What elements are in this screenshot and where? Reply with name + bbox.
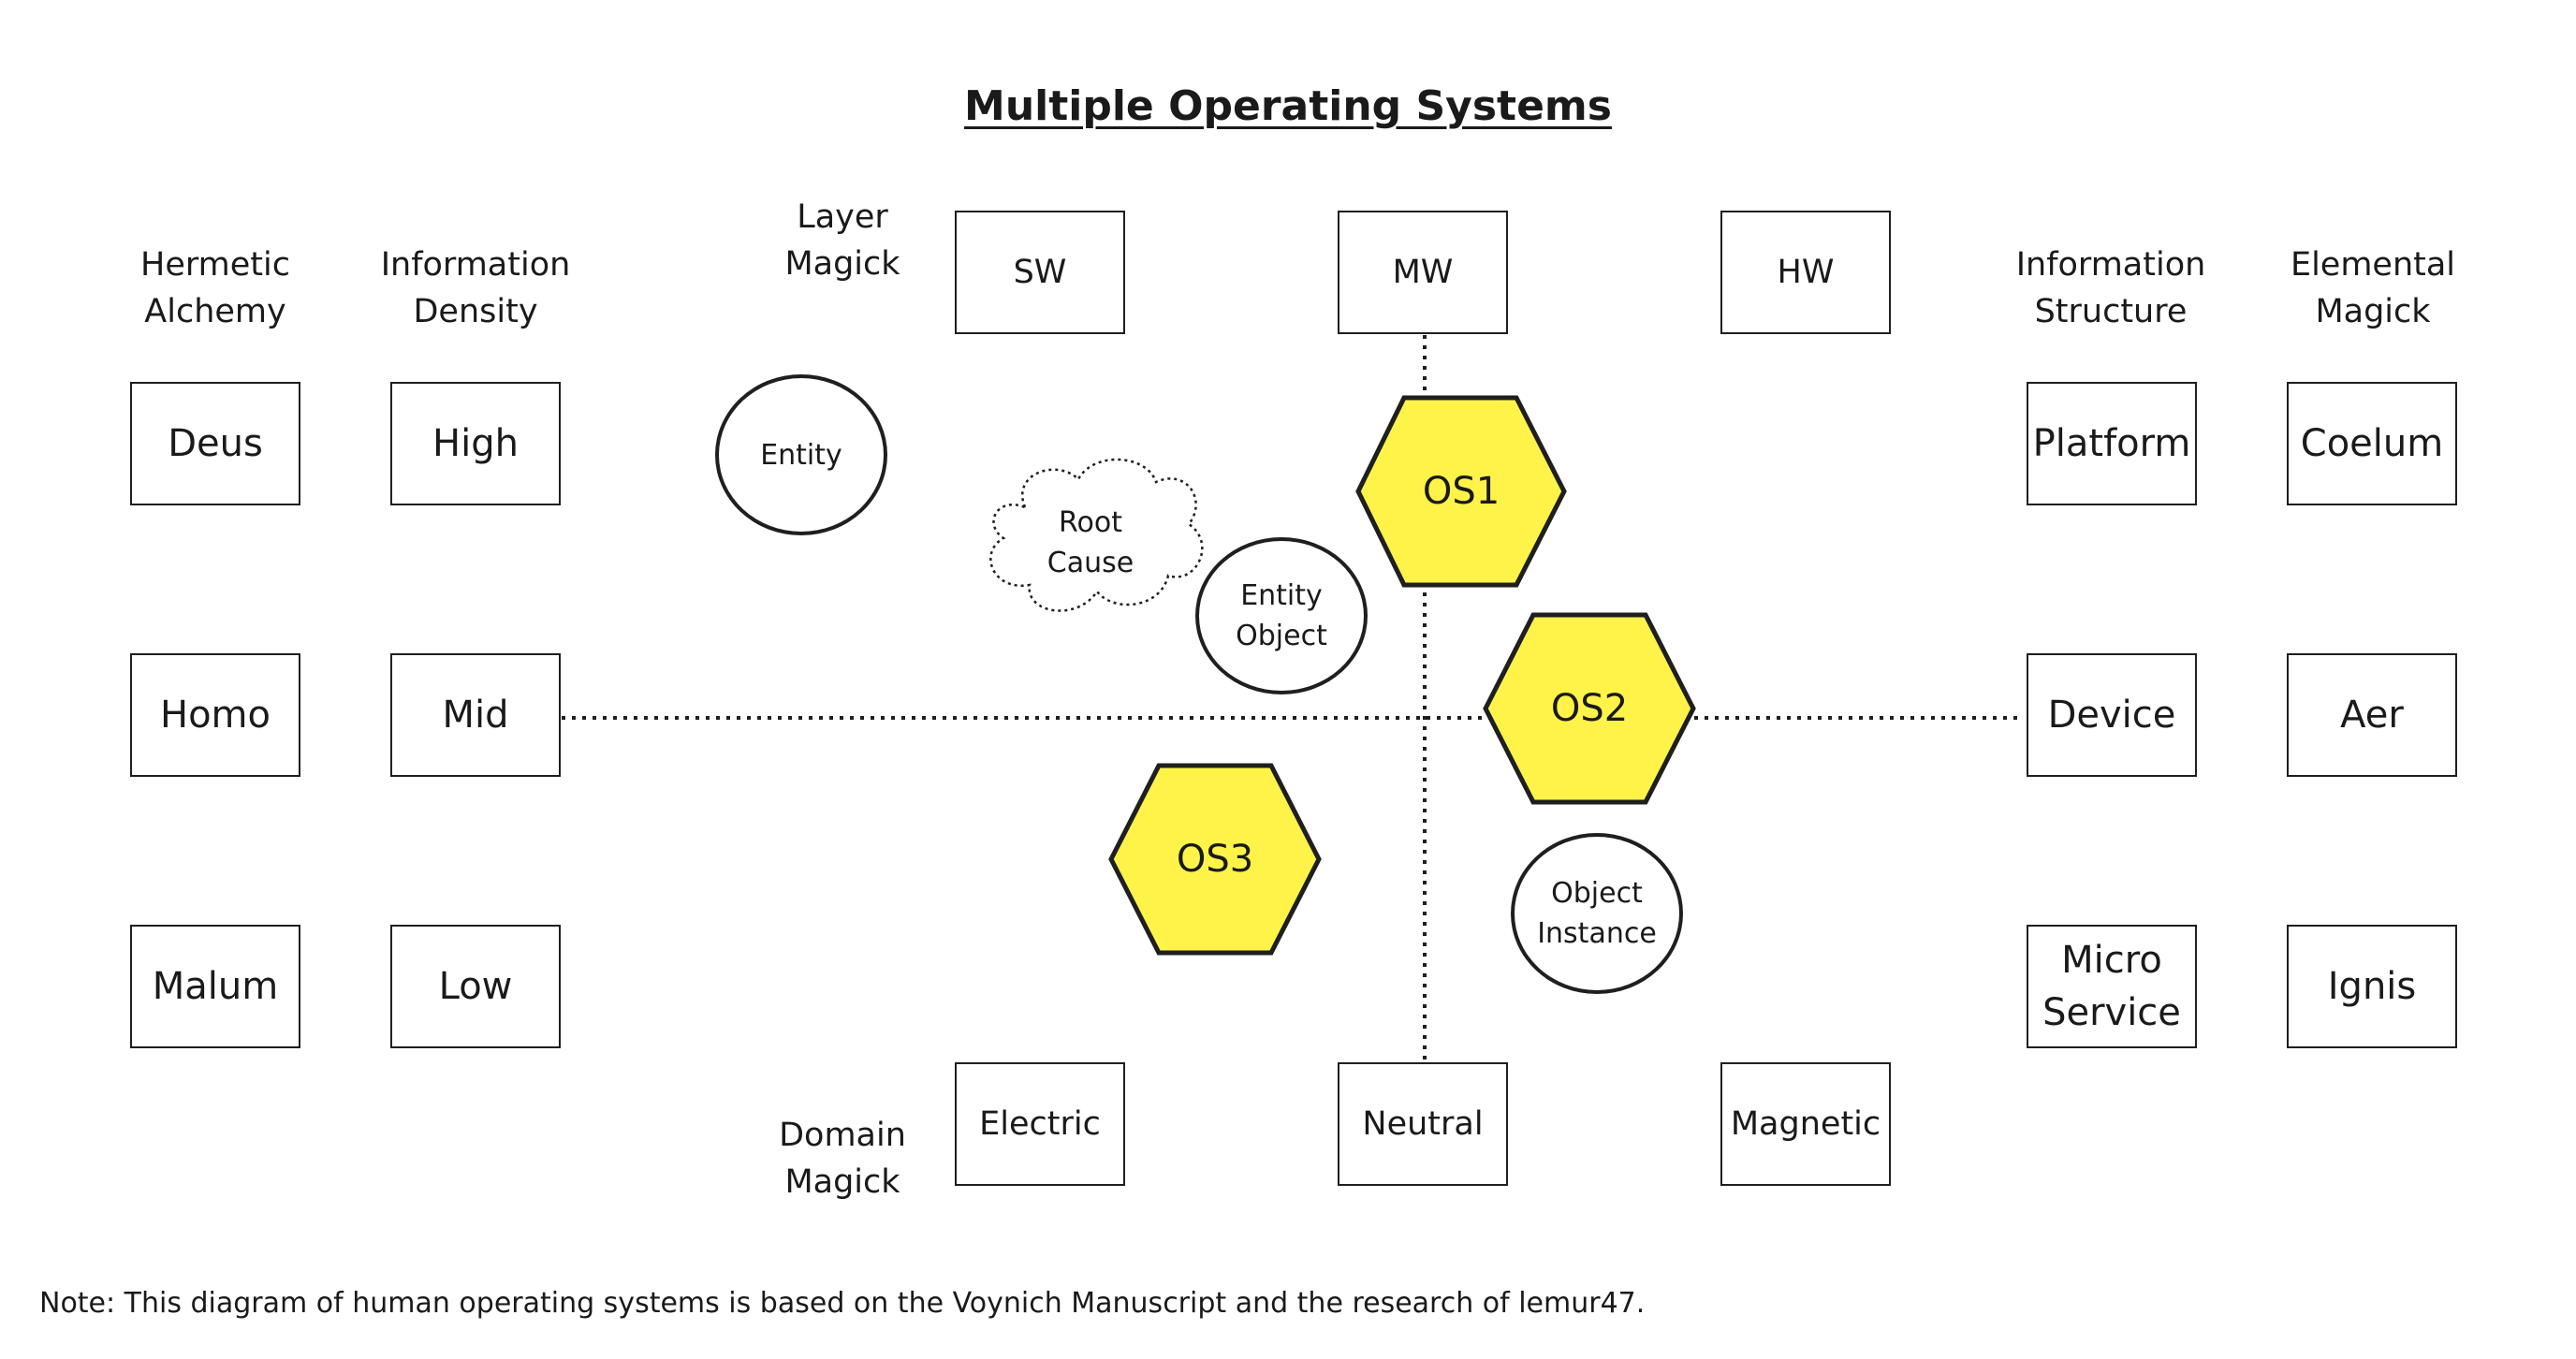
micro-service-line-1: Micro [2061, 939, 2162, 982]
deus-box: Deus [130, 382, 300, 505]
coelum-box: Coelum [2287, 382, 2457, 505]
neutral-box: Neutral [1338, 1062, 1508, 1186]
object-instance-node: Object Instance [1511, 833, 1683, 994]
homo-box: Homo [130, 653, 300, 777]
os3-label: OS3 [1176, 838, 1254, 881]
os1-hexagon [1355, 395, 1567, 588]
high-box: High [390, 382, 561, 505]
device-box: Device [2027, 653, 2197, 777]
micro-service-line-2: Service [2042, 991, 2181, 1034]
os2-label: OS2 [1550, 687, 1629, 730]
sw-box: SW [955, 211, 1125, 334]
magnetic-box: Magnetic [1720, 1062, 1891, 1186]
os3-hexagon [1108, 763, 1322, 956]
mw-box: MW [1338, 211, 1508, 334]
entity-node: Entity [715, 374, 887, 535]
malum-box: Malum [130, 925, 300, 1048]
entity-object-node: Entity Object [1195, 537, 1368, 694]
diagram-title: Multiple Operating Systems [964, 82, 1612, 130]
os2-hexagon [1483, 612, 1696, 805]
root-cause-label: Root Cause [1046, 506, 1134, 579]
aer-box: Aer [2287, 653, 2457, 777]
low-box: Low [390, 925, 561, 1048]
footnote: Note: This diagram of human operating sy… [39, 1287, 1646, 1320]
root-cause-cloud [989, 458, 1204, 612]
os1-label: OS1 [1422, 470, 1500, 513]
micro-service-box: Micro Service [2027, 925, 2197, 1048]
electric-box: Electric [955, 1062, 1125, 1186]
platform-box: Platform [2027, 382, 2197, 505]
mid-box: Mid [390, 653, 561, 777]
hw-box: HW [1720, 211, 1891, 334]
ignis-box: Ignis [2287, 925, 2457, 1048]
